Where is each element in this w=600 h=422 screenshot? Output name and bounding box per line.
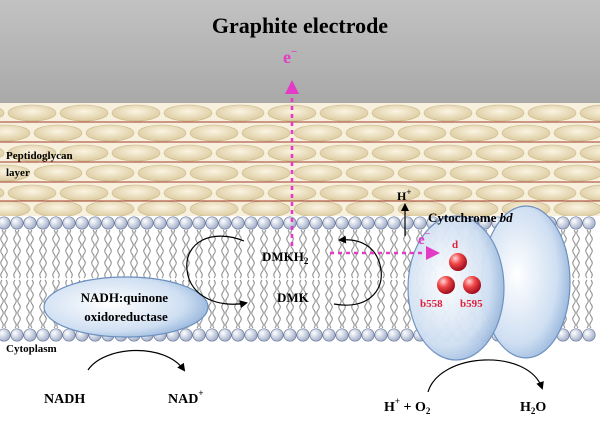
proton-label: H+ — [397, 187, 411, 203]
dmkh2-label: DMKH2 — [262, 249, 309, 266]
heme-b558 — [437, 276, 455, 294]
proton-oxygen-label: H+ + O2 — [384, 396, 431, 416]
nadh-quinone-oxidoreductase-label: NADH:quinone oxidoreductase — [81, 290, 172, 324]
nadh-quinone-oxidoreductase — [43, 276, 209, 338]
oxygen-reduction-arrow — [427, 359, 544, 393]
water-label: H2O — [520, 400, 546, 416]
nadh-oxidation-arrow — [87, 349, 186, 372]
heme-b595 — [463, 276, 481, 294]
quinone-cycle-arrow-right — [333, 235, 382, 306]
dmk-label: DMK — [277, 290, 310, 305]
electron-label-top: e− — [283, 46, 297, 67]
peptidoglycan-label: Peptidoglycan layer — [6, 150, 75, 179]
quinone-cycle-arrow-left — [186, 235, 248, 309]
cytochrome-bd-label: Cytochrome bd — [428, 210, 513, 225]
electron-label-right: e− — [418, 229, 431, 248]
graphite-electrode — [0, 0, 600, 103]
electrode-title: Graphite electrode — [212, 13, 388, 38]
heme-b558-label: b558 — [420, 298, 443, 310]
cytoplasm-label: Cytoplasm — [6, 343, 57, 355]
nad-label: NAD+ — [168, 388, 203, 407]
peptidoglycan-layer — [0, 103, 600, 218]
heme-d-label: d — [452, 239, 458, 251]
nadh-label: NADH — [44, 392, 85, 407]
heme-d — [449, 253, 467, 271]
heme-b595-label: b595 — [460, 298, 483, 310]
